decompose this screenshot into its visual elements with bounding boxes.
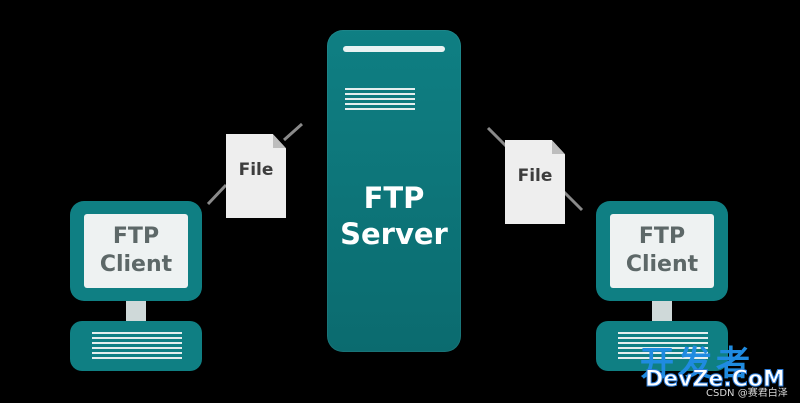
connector-left-upper (283, 122, 303, 142)
right-client-stand (652, 301, 672, 321)
server-label-line1: FTP (363, 181, 425, 215)
watermark-cn: 开发者 (640, 344, 754, 384)
file-right-label: File (517, 166, 553, 186)
left-client-label-line1: FTP (112, 224, 160, 249)
server-slot (343, 46, 445, 52)
right-client-keyboard (596, 321, 728, 371)
file-left-icon: File (226, 134, 286, 218)
left-client-keyboard (70, 321, 202, 371)
server-label-line2: Server (340, 217, 448, 251)
right-client-monitor: FTP Client (596, 201, 728, 301)
ftp-server: FTP Server (327, 30, 461, 352)
server-vent-lines (345, 88, 415, 113)
file-left-label: File (238, 160, 274, 180)
left-client-label-line2: Client (99, 252, 173, 277)
connector-left-lower (206, 183, 228, 206)
right-keyboard-lines (618, 332, 708, 362)
server-label: FTP Server (327, 180, 461, 252)
left-client-monitor: FTP Client (70, 201, 202, 301)
left-keyboard-lines (92, 332, 182, 362)
watermark-en: DevZe.CoM (645, 367, 786, 393)
connector-right-lower (562, 190, 584, 212)
watermark-small: CSDN @赛君白泽 (706, 388, 788, 399)
left-client-screen: FTP Client (84, 214, 188, 288)
right-client-label-line2: Client (625, 252, 699, 277)
connector-right-upper (486, 126, 508, 148)
right-client-label-line1: FTP (638, 224, 686, 249)
right-client-screen: FTP Client (610, 214, 714, 288)
file-right-icon: File (505, 140, 565, 224)
left-client-stand (126, 301, 146, 321)
